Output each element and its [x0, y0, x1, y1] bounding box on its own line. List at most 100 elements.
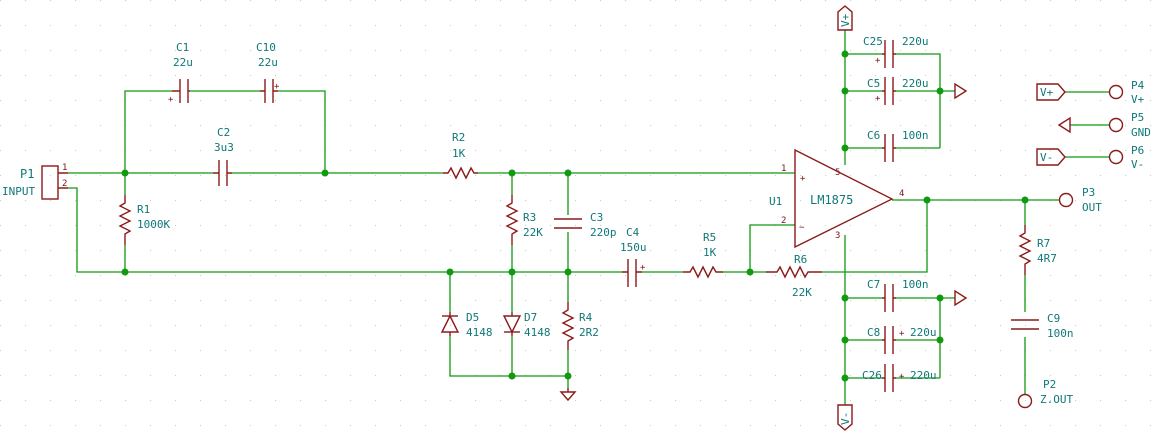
- c1-plus: +: [168, 95, 174, 105]
- u1-pin1: 1: [781, 164, 786, 174]
- c8-plus: +: [899, 329, 905, 339]
- u1-pin4: 4: [899, 189, 904, 199]
- c26-ref: C26: [862, 369, 882, 382]
- r2-value: 1K: [452, 147, 466, 160]
- c4-plus: +: [640, 263, 646, 273]
- resistor-r3[interactable]: R3 22K: [505, 195, 543, 245]
- capacitor-c10[interactable]: + C10 22u: [256, 41, 280, 103]
- d7-ref: D7: [524, 311, 537, 324]
- r5-ref: R5: [703, 231, 716, 244]
- resistor-r6[interactable]: R6 22K: [766, 253, 822, 299]
- r2-ref: R2: [452, 131, 465, 144]
- u1-noninv-sign: +: [800, 174, 806, 184]
- c26-plus: +: [899, 372, 905, 382]
- capacitor-c26[interactable]: + C26 220u: [862, 364, 937, 392]
- opamp-u1[interactable]: + − LM1875 U1 1 2 3 4 5: [769, 148, 904, 249]
- p1-ref: P1: [20, 167, 34, 181]
- r3-ref: R3: [523, 211, 536, 224]
- d5-value: 4148: [466, 326, 493, 339]
- c10-ref: C10: [256, 41, 276, 54]
- c25-ref: C25: [863, 35, 883, 48]
- c8-ref: C8: [867, 326, 880, 339]
- r3-value: 22K: [523, 226, 543, 239]
- connector-p4[interactable]: V+ P4 V+: [1036, 79, 1145, 106]
- p1-pin2: 2: [62, 179, 67, 189]
- c4-ref: C4: [626, 226, 640, 239]
- capacitor-c4[interactable]: + C4 150u: [620, 226, 647, 287]
- r7-ref: R7: [1037, 237, 1050, 250]
- c7-value: 100n: [902, 278, 929, 291]
- c1-value: 22u: [173, 56, 193, 69]
- capacitor-c2[interactable]: C2 3u3: [213, 126, 234, 186]
- u1-value: LM1875: [810, 193, 853, 207]
- connector-p3[interactable]: P3 OUT: [1058, 186, 1103, 214]
- connector-p6[interactable]: V- P6 V-: [1036, 144, 1144, 171]
- c6-value: 100n: [902, 129, 929, 142]
- r1-value: 1000K: [137, 218, 170, 231]
- p5-ref: P5: [1131, 111, 1144, 124]
- capacitor-c6[interactable]: C6 100n: [867, 129, 929, 162]
- r6-value: 22K: [792, 286, 812, 299]
- diode-d7[interactable]: D7 4148: [502, 311, 551, 339]
- ground-flag-bottom: [954, 289, 968, 307]
- p3-ref: P3: [1082, 186, 1095, 199]
- p4-ref: P4: [1131, 79, 1145, 92]
- c25-value: 220u: [902, 35, 929, 48]
- p1-pin1: 1: [62, 163, 67, 173]
- c5-plus: +: [875, 94, 881, 104]
- r1-ref: R1: [137, 203, 150, 216]
- power-flag-vplus[interactable]: V+: [837, 5, 853, 31]
- c2-ref: C2: [217, 126, 230, 139]
- power-flag-vminus[interactable]: V-: [837, 404, 853, 431]
- c5-ref: C5: [867, 77, 880, 90]
- resistor-r7[interactable]: R7 4R7: [1018, 225, 1057, 275]
- r4-ref: R4: [579, 311, 593, 324]
- diode-d5[interactable]: D5 4148: [440, 311, 493, 339]
- c4-value: 150u: [620, 241, 647, 254]
- c9-value: 100n: [1047, 327, 1074, 340]
- resistor-r2[interactable]: R2 1K: [443, 131, 478, 180]
- ground-flag-top: [954, 82, 968, 100]
- resistor-r4[interactable]: R4 2R2: [561, 302, 599, 350]
- p4-label: V+: [1131, 93, 1145, 106]
- c25-plus: +: [875, 56, 881, 66]
- c26-value: 220u: [910, 369, 937, 382]
- c10-value: 22u: [258, 56, 278, 69]
- p1-label: INPUT: [2, 185, 35, 198]
- c7-ref: C7: [867, 278, 880, 291]
- d7-value: 4148: [524, 326, 551, 339]
- vplus-label: V+: [839, 13, 852, 27]
- c9-ref: C9: [1047, 312, 1060, 325]
- r5-value: 1K: [703, 246, 717, 259]
- u1-inv-sign: −: [799, 223, 805, 233]
- capacitor-c8[interactable]: + C8 220u: [867, 326, 937, 354]
- p6-label: V-: [1131, 158, 1144, 171]
- connector-p5[interactable]: P5 GND: [1057, 111, 1151, 139]
- p2-ref: P2: [1043, 378, 1056, 391]
- p6-ref: P6: [1131, 144, 1144, 157]
- u1-pin5: 5: [835, 168, 840, 178]
- r4-value: 2R2: [579, 326, 599, 339]
- c6-ref: C6: [867, 129, 880, 142]
- capacitor-c3[interactable]: C3 220p: [554, 211, 617, 239]
- capacitor-c7[interactable]: C7 100n: [867, 278, 929, 312]
- resistor-r5[interactable]: R5 1K: [683, 231, 723, 279]
- capacitor-c1[interactable]: + C1 22u: [168, 41, 193, 105]
- d5-ref: D5: [466, 311, 479, 324]
- ground-symbol: [559, 388, 577, 402]
- capacitor-c25[interactable]: + C25 220u: [863, 35, 929, 68]
- r7-value: 4R7: [1037, 252, 1057, 265]
- vminus-label: V-: [839, 412, 852, 425]
- p3-label: OUT: [1082, 201, 1102, 214]
- junctions: [121, 50, 1029, 382]
- resistor-r1[interactable]: R1 1000K: [118, 195, 170, 245]
- connector-p1-body: [41, 165, 59, 200]
- capacitor-c9[interactable]: C9 100n: [1011, 312, 1074, 340]
- opamp-body: [794, 148, 894, 249]
- capacitor-c5[interactable]: + C5 220u: [867, 77, 929, 105]
- connector-p2[interactable]: P2 Z.OUT: [1017, 378, 1074, 409]
- p5-label: GND: [1131, 126, 1151, 139]
- connector-p1[interactable]: 1 2 P1 INPUT: [2, 163, 68, 200]
